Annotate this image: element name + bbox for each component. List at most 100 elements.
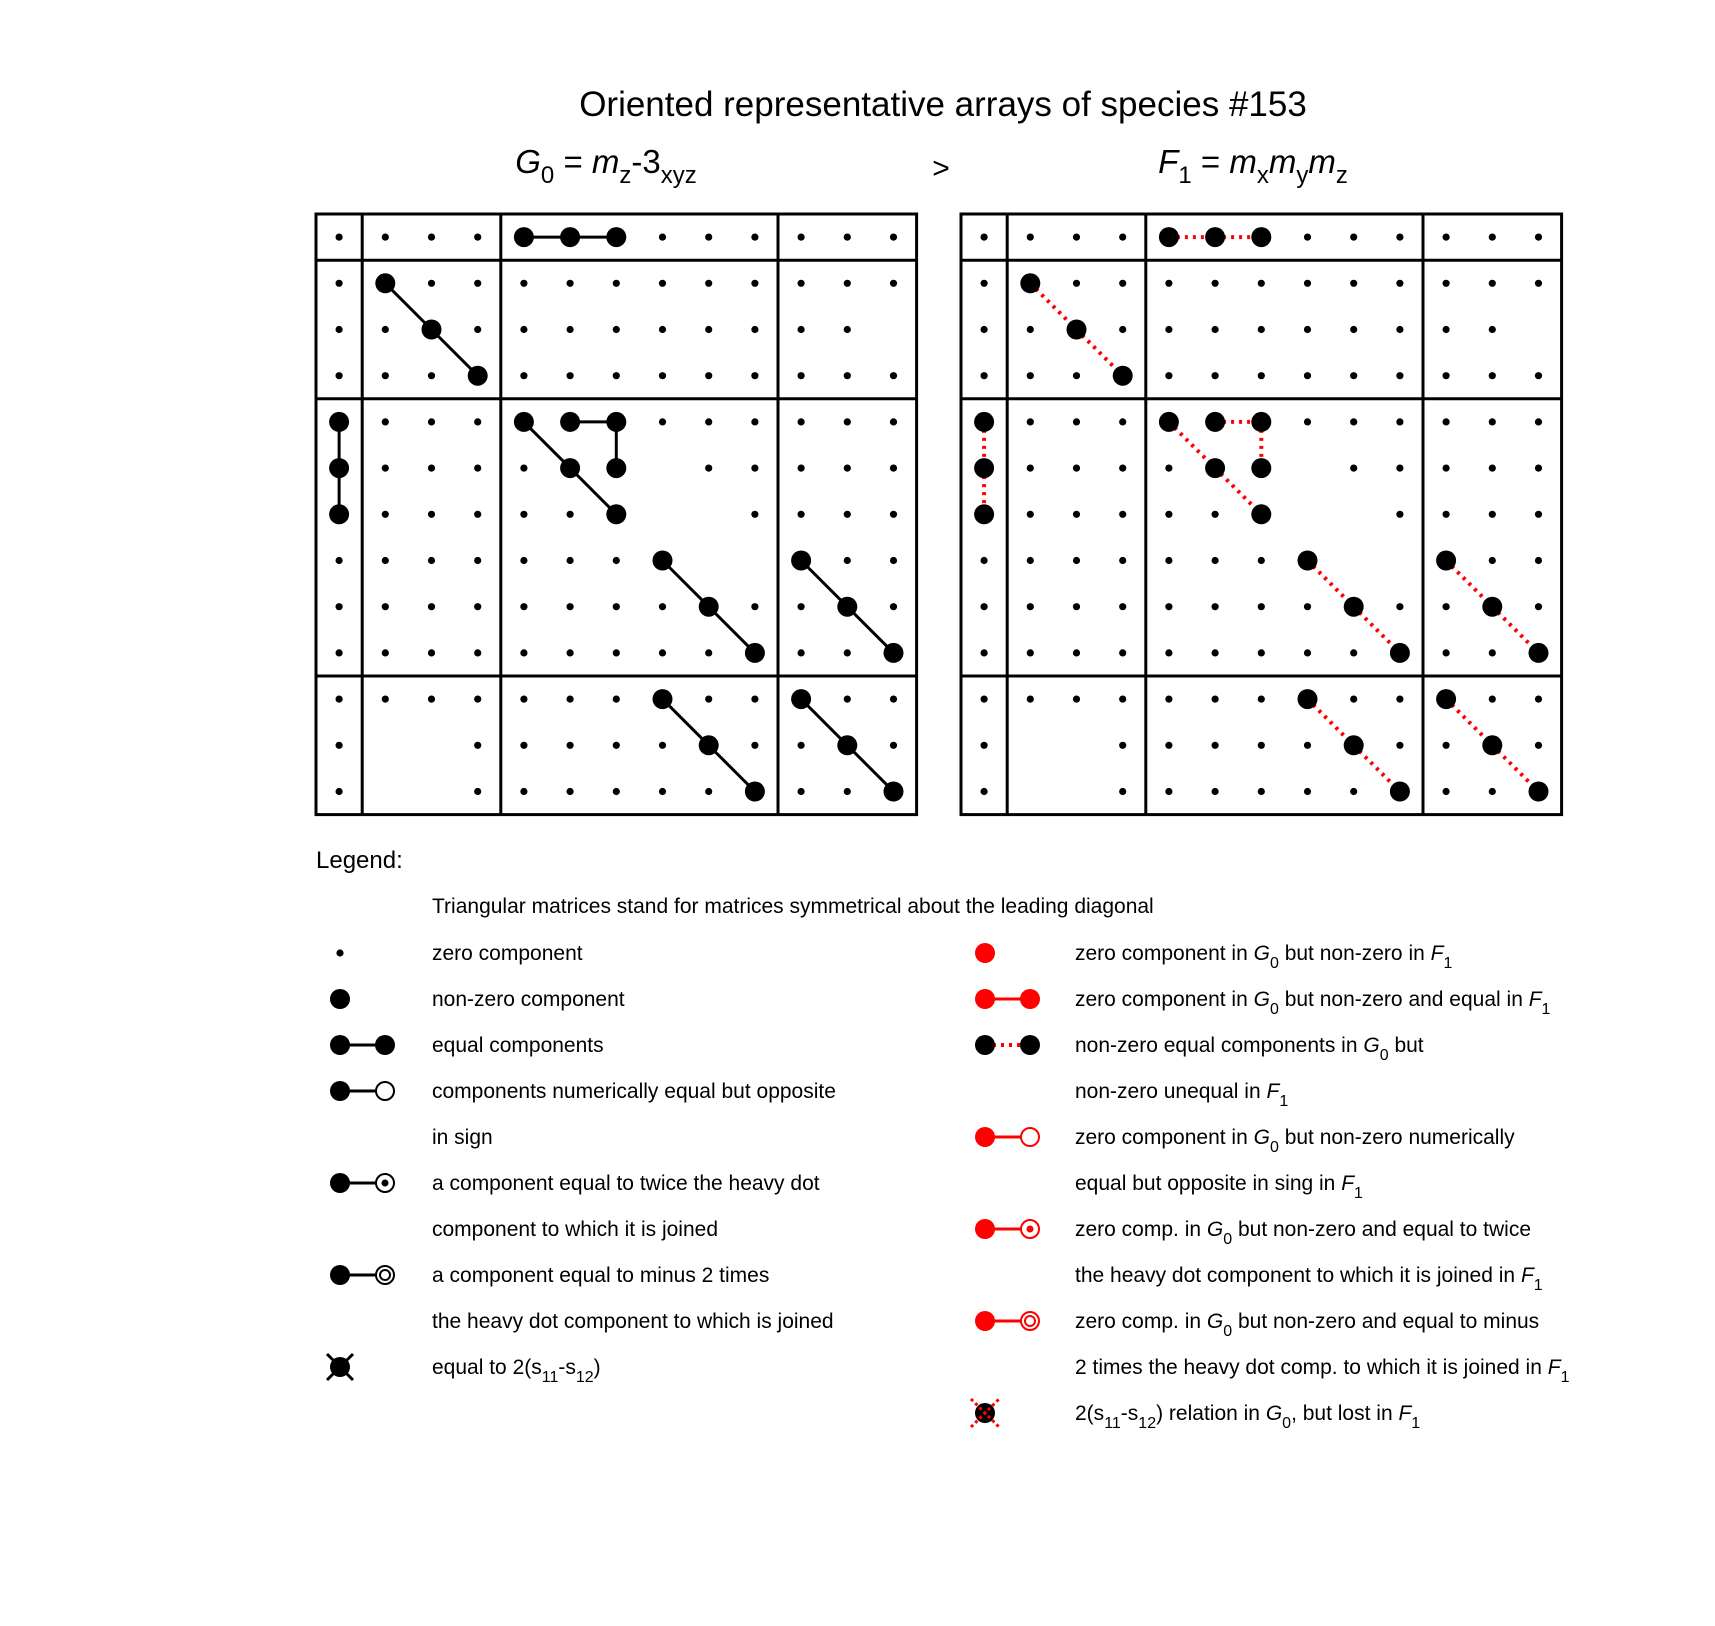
zero-component-dot	[1534, 233, 1543, 241]
zero-component-dot	[1488, 695, 1496, 703]
zero-component-dot	[1119, 741, 1127, 749]
legend-entry-red-opposite-link: zero component in G0 but non-zero numeri…	[975, 1126, 1515, 1202]
zero-component-dot	[335, 787, 343, 796]
right-heading: F1 = mxmymz	[1158, 143, 1348, 189]
zero-component-dot	[427, 464, 436, 472]
zero-component-dot	[889, 556, 898, 565]
legend-entry-crossed-dot: equal to 2(s11-s12)	[325, 1352, 601, 1386]
zero-component-dot	[751, 510, 759, 518]
zero-component-dot	[797, 418, 805, 426]
zero-component-dot	[889, 741, 898, 749]
zero-component-dot	[1119, 695, 1127, 703]
zero-component-dot	[705, 233, 713, 241]
zero-component-dot	[427, 372, 436, 380]
zero-component-dot	[658, 418, 667, 426]
zero-component-dot	[427, 510, 436, 518]
zero-component-dot	[1211, 279, 1219, 287]
zero-component-dot	[427, 556, 436, 565]
zero-component-dot	[1119, 556, 1127, 565]
zero-component-dot	[1165, 510, 1173, 518]
non-zero-component-dot	[1343, 596, 1364, 617]
zero-component-dot	[335, 279, 343, 287]
legend-entry-heavy-dot: non-zero component	[330, 988, 625, 1011]
zero-component-dot	[381, 233, 389, 241]
zero-component-dot	[658, 279, 667, 287]
non-zero-component-dot	[837, 596, 858, 617]
zero-component-dot	[889, 418, 898, 426]
non-zero-component-dot	[1158, 411, 1179, 432]
zero-component-dot	[1257, 603, 1265, 611]
zero-component-dot	[1072, 649, 1081, 657]
zero-component-dot	[474, 233, 482, 241]
zero-component-dot	[1350, 372, 1358, 380]
zero-component-dot	[1072, 372, 1081, 380]
zero-component-dot	[889, 464, 898, 472]
zero-component-dot	[612, 695, 620, 703]
zero-component-dot	[612, 279, 620, 287]
zero-component-dot	[1257, 741, 1265, 749]
zero-component-dot	[335, 603, 343, 611]
zero-component-dot	[1026, 649, 1034, 657]
zero-component-dot	[1211, 695, 1219, 703]
non-zero-component-dot	[1205, 411, 1226, 432]
non-zero-component-dot	[1389, 642, 1410, 663]
zero-component-dot	[474, 649, 482, 657]
non-zero-component-dot	[467, 365, 488, 386]
legend-text: non-zero component	[432, 988, 625, 1011]
zero-component-dot	[474, 279, 482, 287]
zero-component-dot	[1303, 418, 1312, 426]
zero-component-dot	[566, 556, 574, 565]
zero-component-dot	[1442, 649, 1450, 657]
zero-component-dot	[980, 279, 988, 287]
non-zero-component-dot	[744, 781, 765, 802]
zero-component-dot	[520, 464, 528, 472]
zero-component-dot	[335, 649, 343, 657]
f1-matrix	[959, 212, 1564, 817]
zero-component-dot	[612, 372, 620, 380]
zero-component-dot	[520, 741, 528, 749]
non-zero-component-dot	[606, 458, 627, 479]
non-zero-component-dot	[1436, 689, 1457, 710]
zero-component-dot	[1165, 325, 1173, 334]
zero-component-dot	[658, 741, 667, 749]
legend-heavy-dot	[375, 1035, 395, 1055]
zero-component-dot	[751, 279, 759, 287]
zero-component-dot	[1072, 233, 1081, 241]
zero-component-dot	[1119, 510, 1127, 518]
non-zero-component-dot	[974, 458, 995, 479]
non-zero-component-dot	[1297, 689, 1318, 710]
legend-text: non-zero equal components in G0 but	[1075, 1034, 1424, 1064]
zero-component-dot	[1072, 510, 1081, 518]
non-zero-component-dot	[375, 273, 396, 294]
legend-entry-small-dot: zero component	[336, 942, 583, 965]
non-zero-component-dot	[1482, 735, 1503, 756]
component-link	[1167, 420, 1217, 470]
legend-heading: Legend:	[316, 847, 403, 874]
non-zero-component-dot	[1066, 319, 1087, 340]
diagram-title: Oriented representative arrays of specie…	[579, 85, 1307, 124]
zero-component-dot	[474, 787, 482, 796]
legend-open-dot	[1020, 1127, 1040, 1147]
zero-component-dot	[1534, 418, 1543, 426]
zero-component-dot	[520, 649, 528, 657]
legend-entry-lost-crossed-dot: 2(s11-s12) relation in G0, but lost in F…	[969, 1397, 1420, 1432]
zero-component-dot	[1211, 372, 1219, 380]
zero-component-dot	[1488, 233, 1496, 241]
zero-component-dot	[474, 603, 482, 611]
non-zero-component-dot	[791, 550, 812, 571]
zero-component-dot	[1303, 233, 1312, 241]
zero-component-dot	[1119, 603, 1127, 611]
legend-text: zero comp. in G0 but non-zero and equal …	[1075, 1310, 1539, 1340]
non-zero-component-dot	[1389, 781, 1410, 802]
zero-component-dot	[335, 556, 343, 565]
zero-component-dot	[705, 279, 713, 287]
non-zero-component-dot	[1251, 504, 1272, 525]
zero-component-dot	[1303, 741, 1312, 749]
legend-text: zero component	[432, 942, 583, 965]
zero-component-dot	[474, 464, 482, 472]
zero-component-dot	[1350, 233, 1358, 241]
zero-component-dot	[1072, 418, 1081, 426]
zero-component-dot	[797, 233, 805, 241]
zero-component-dot	[1119, 325, 1127, 334]
zero-component-dot	[1303, 372, 1312, 380]
